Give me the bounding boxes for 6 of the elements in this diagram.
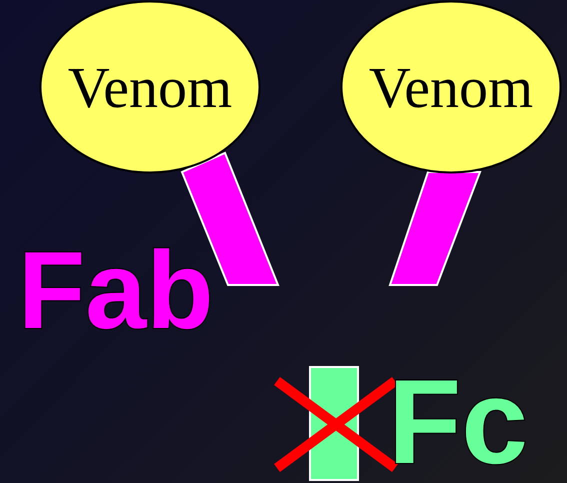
venom-ellipse: [340, 0, 562, 174]
node-label: Venom: [368, 54, 534, 120]
fab-label: Fab: [18, 236, 214, 346]
fc-label: Fc: [388, 362, 528, 482]
venom-ellipse: [39, 0, 261, 174]
node-label: Venom: [68, 54, 232, 120]
